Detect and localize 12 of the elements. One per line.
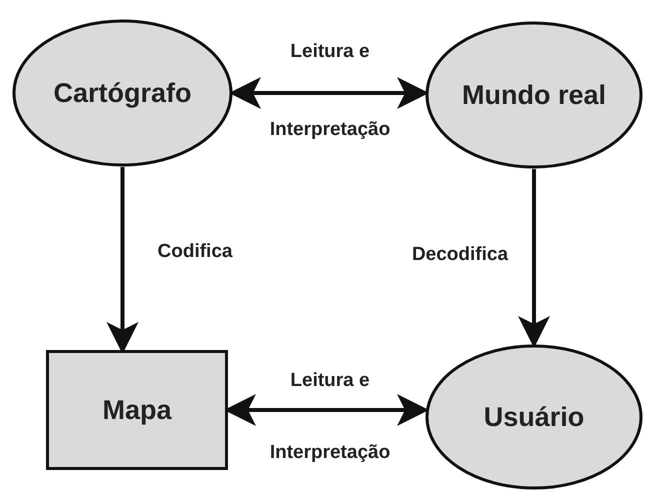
node-label: Mapa [102,394,172,426]
ellipse-node [425,21,643,169]
box-node [46,350,228,470]
edge-label: Leitura e Interpretação [268,369,392,465]
node-label: Mundo real [462,80,606,110]
node-label: Usuário [484,402,584,432]
node-label: Cartógrafo [53,78,192,108]
edge-label: Codifica [156,240,234,264]
ellipse-node [12,19,233,167]
ellipse-node [425,344,643,490]
edge-label: Leitura e Interpretação [268,40,392,142]
edge-label: Decodifica [410,243,510,267]
